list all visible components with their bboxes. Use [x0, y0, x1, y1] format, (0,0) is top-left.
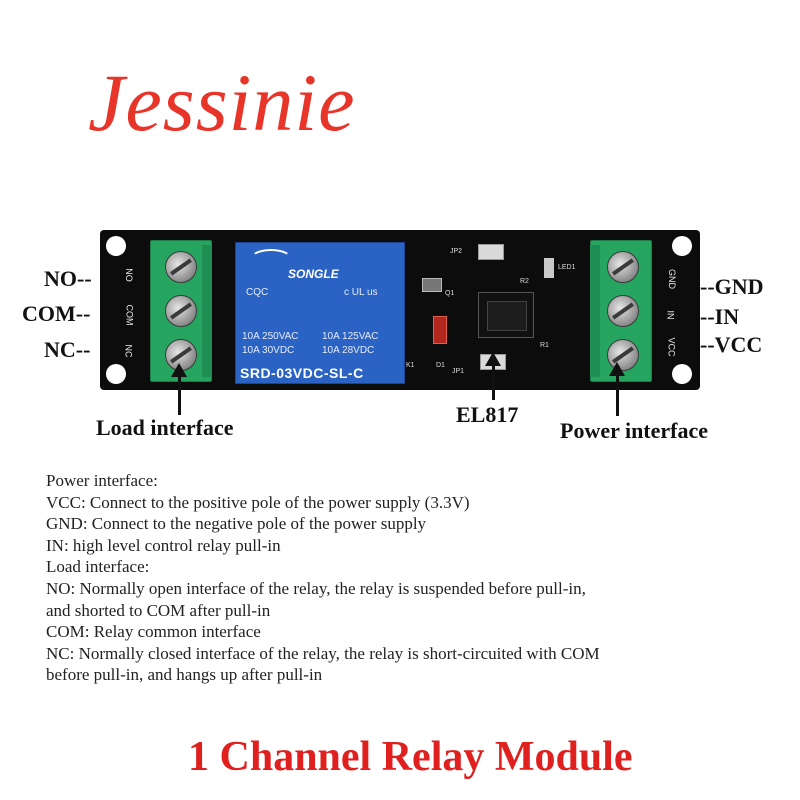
mount-hole: [106, 364, 126, 384]
silk-com: COM: [124, 304, 135, 326]
product-title: 1 Channel Relay Module: [188, 734, 633, 780]
pin-label-nc: NC--: [44, 337, 91, 362]
mount-hole: [672, 236, 692, 256]
relay-component: SONGLE CQC c UL us 10A 250VAC 10A 30VDC …: [235, 242, 405, 384]
description-line: Load interface:: [46, 557, 150, 577]
silk-no: NO: [123, 268, 134, 282]
mount-hole: [106, 236, 126, 256]
pcb-jp1: JP1: [452, 368, 465, 375]
description-line: NC: Normally closed interface of the rel…: [46, 643, 600, 663]
load-arrow-shaft: [178, 375, 181, 415]
silk-vcc: VCC: [666, 337, 677, 357]
screw-in: [607, 295, 639, 327]
silk-nc: NC: [123, 344, 134, 358]
pin-label-vcc: --VCC: [700, 332, 763, 357]
callout-power-interface: Power interface: [560, 418, 709, 443]
pin-label-com: COM--: [22, 301, 91, 326]
optocoupler-chip: [478, 292, 534, 338]
screw-com: [165, 295, 197, 327]
relay-rating-right-1: 10A 125VAC: [322, 331, 379, 342]
led-component: [544, 258, 554, 278]
pcb-r1: R1: [540, 342, 549, 349]
description-line: and shorted to COM after pull-in: [46, 600, 271, 620]
description-line: COM: Relay common interface: [46, 622, 261, 642]
pcb-led1: LED1: [558, 264, 576, 271]
description-line: Power interface:: [46, 471, 158, 490]
description-line: VCC: Connect to the positive pole of the…: [46, 492, 470, 512]
relay-maker: SONGLE: [288, 267, 339, 281]
description-line: NO: Normally open interface of the relay…: [46, 578, 586, 598]
screw-no: [165, 251, 197, 283]
optocoupler-arrow-head: [485, 352, 501, 366]
description-line: before pull-in, and hangs up after pull-…: [46, 665, 323, 685]
terminal-lip: [590, 245, 600, 377]
screw-gnd: [607, 251, 639, 283]
terminal-lip: [202, 245, 212, 377]
relay-cert-left: CQC: [246, 287, 269, 298]
pin-label-in: --IN: [700, 304, 740, 329]
relay-cert-right: c UL us: [344, 287, 378, 298]
relay-model: SRD-03VDC-SL-C: [240, 365, 364, 381]
transistor-q1: [422, 278, 442, 292]
relay-rating-left-1: 10A 250VAC: [242, 331, 299, 342]
optocoupler-arrow-shaft: [492, 364, 495, 400]
load-arrow-head: [171, 363, 187, 377]
load-terminal-block: [150, 240, 212, 382]
pcb-k1: K1: [406, 362, 415, 369]
relay-module-board: NO COM NC SONGLE CQC c UL us 10A 250VAC …: [100, 230, 700, 390]
description-line: GND: Connect to the negative pole of the…: [46, 514, 427, 534]
silk-in: IN: [665, 310, 676, 320]
pin-label-gnd: --GND: [700, 274, 764, 299]
relay-rating-left-2: 10A 30VDC: [242, 345, 295, 356]
silk-gnd: GND: [667, 269, 677, 289]
jumper-jp2: [478, 244, 504, 260]
pcb-jp2: JP2: [450, 248, 463, 255]
description-line: IN: high level control relay pull-in: [46, 535, 281, 555]
power-arrow-head: [609, 362, 625, 376]
relay-logo-swoosh: [250, 249, 292, 269]
relay-rating-right-2: 10A 28VDC: [322, 345, 375, 356]
description-block: Power interface: VCC: Connect to the pos…: [46, 470, 776, 686]
callout-el817: EL817: [456, 402, 519, 427]
pin-label-no: NO--: [44, 266, 92, 291]
pcb-q1: Q1: [445, 290, 455, 297]
callout-load-interface: Load interface: [96, 415, 234, 440]
power-arrow-shaft: [616, 374, 619, 416]
diode-d1: [433, 316, 447, 344]
brand-logo-text: Jessinie: [88, 57, 356, 148]
power-terminal-block: [590, 240, 652, 382]
pcb-r2: R2: [520, 278, 529, 285]
pcb-d1: D1: [436, 362, 445, 369]
mount-hole: [672, 364, 692, 384]
